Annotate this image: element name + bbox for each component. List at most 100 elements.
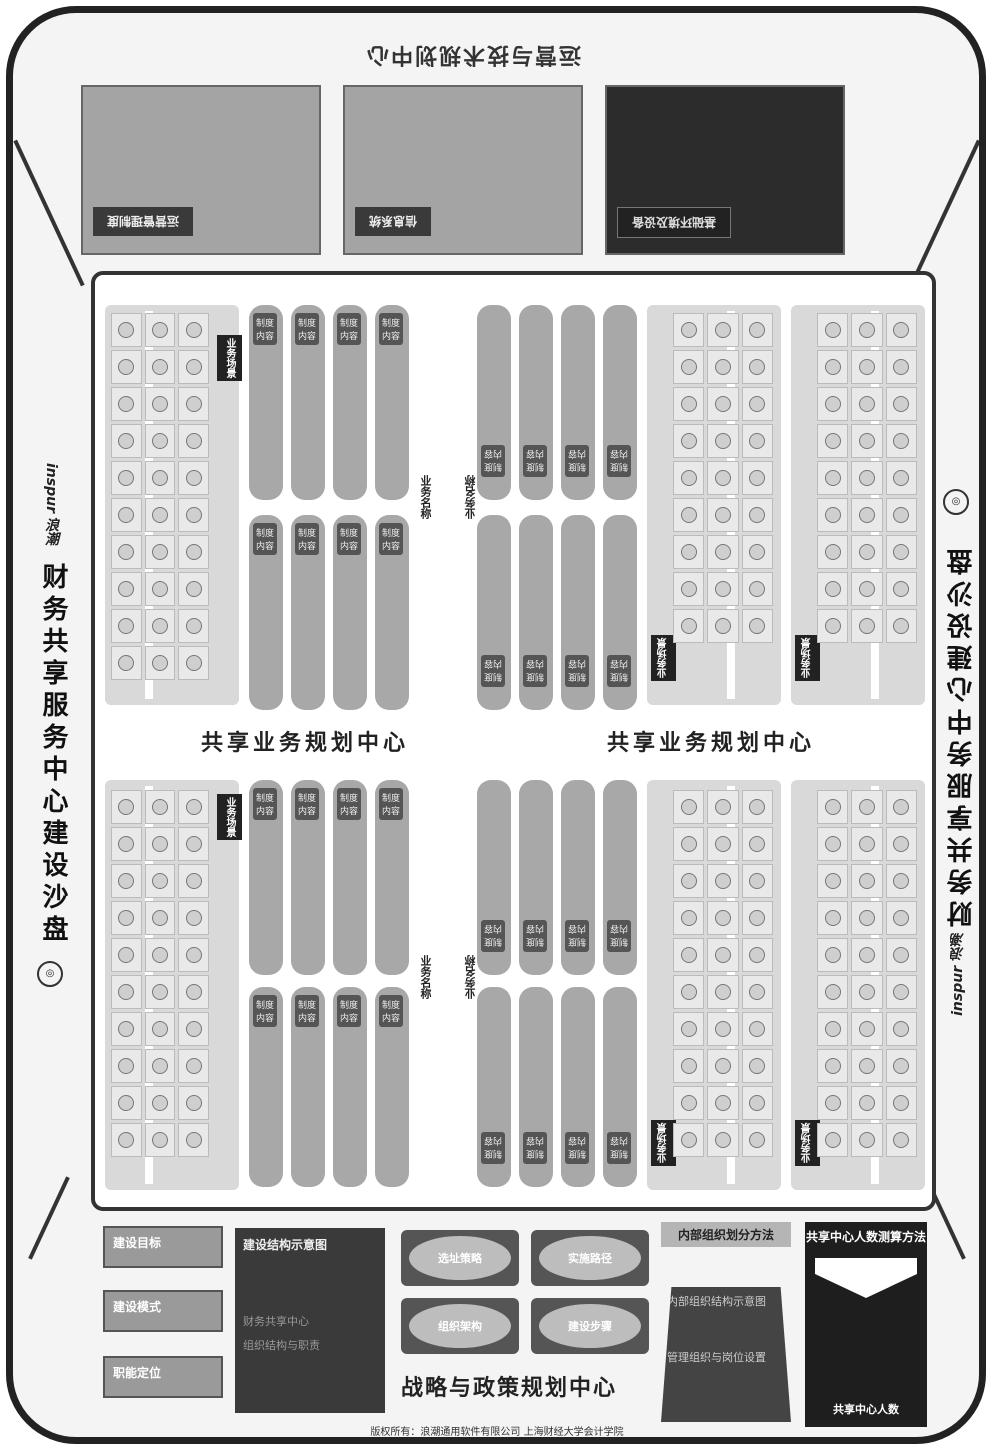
scene-cell [111,1086,142,1120]
scene-cell [817,975,849,1009]
column-label: 制度内容 [565,1132,589,1164]
ops-card-label: 运营管理制度 [93,207,194,236]
scene-cell [885,609,917,643]
policy-column: 制度内容 [603,305,637,500]
policy-column: 制度内容 [519,780,553,975]
column-label: 制度内容 [337,995,361,1027]
oval-card: 建设步骤 [531,1298,649,1354]
corner-line-tr [909,139,979,287]
scene-cell [885,827,917,861]
scene-panel: 业务场景 [647,780,781,1190]
column-label: 制度内容 [379,523,403,555]
scene-cell [885,1012,917,1046]
scene-cell [673,350,705,384]
scene-cell [673,387,705,421]
scene-cell [707,572,739,606]
policy-column: 制度内容 [249,515,283,710]
scene-cell [707,498,739,532]
scene-cell [111,901,142,935]
scene-cell [707,313,739,347]
scene-cell [707,901,739,935]
scene-cell [673,1049,705,1083]
policy-column: 制度内容 [291,987,325,1187]
org-body-line: 内部组织结构示意图 [667,1295,766,1308]
scene-cell [741,313,773,347]
scene-cell [673,424,705,458]
scene-cell [178,387,209,421]
scene-cell [178,1049,209,1083]
policy-column: 制度内容 [477,780,511,975]
structure-line: 组织结构与职责 [243,1339,320,1352]
scene-cell [851,350,883,384]
scene-cell [817,535,849,569]
scene-cell [178,938,209,972]
scene-cell [851,1012,883,1046]
scene-cell [741,350,773,384]
scene-cell [111,609,142,643]
scene-cell [707,827,739,861]
scene-cell [673,498,705,532]
scene-tag: 业务场景 [217,335,242,381]
oval-label: 选址策略 [409,1236,511,1280]
scene-cell [885,1123,917,1157]
scene-cell [707,1086,739,1120]
column-label: 制度内容 [253,523,277,555]
scene-cell [673,1012,705,1046]
scene-grid [111,313,209,680]
column-label: 制度内容 [253,313,277,345]
scene-cell [707,1012,739,1046]
column-label: 制度内容 [295,995,319,1027]
column-label: 制度内容 [295,788,319,820]
policy-column: 制度内容 [519,305,553,500]
scene-cell [673,535,705,569]
column-label: 制度内容 [379,788,403,820]
org-division-card: 内部组织划分方法 内部组织结构示意图 管理组织与岗位设置 [661,1222,791,1427]
scene-cell [178,790,209,824]
strategy-title: 战略与政策规划中心 [401,1376,618,1401]
scene-cell [178,975,209,1009]
scene-cell [178,1012,209,1046]
policy-column: 制度内容 [603,515,637,710]
structure-title: 建设结构示意图 [243,1238,328,1252]
scene-cell [741,387,773,421]
scene-cell [741,424,773,458]
policy-column: 制度内容 [375,987,409,1187]
scene-cell [885,535,917,569]
scene-cell [885,864,917,898]
scene-cell [178,313,209,347]
scene-cell [885,901,917,935]
scene-cell [144,313,176,347]
scene-cell [817,1123,849,1157]
scene-cell [111,313,142,347]
copyright-footer: 版权所有：浪潮通用软件有限公司 上海财经大学会计学院 [370,1427,624,1438]
scene-panel: 业务场景 [791,305,925,705]
policy-column: 制度内容 [249,987,283,1187]
scene-cell [111,461,142,495]
headcount-card: 共享中心人数测算方法 共享中心人数 [805,1222,927,1427]
scene-cell [851,790,883,824]
step-card-goal: 建设目标 [103,1226,223,1268]
policy-column: 制度内容 [249,780,283,975]
scene-cell [817,424,849,458]
scene-cell [144,938,176,972]
scene-cell [707,424,739,458]
scene-cell [707,461,739,495]
scene-cell [111,1049,142,1083]
policy-column: 制度内容 [291,305,325,500]
scene-cell [851,1086,883,1120]
column-label: 制度内容 [607,445,631,477]
column-label: 制度内容 [481,920,505,952]
scene-cell [111,646,142,680]
column-label: 制度内容 [337,788,361,820]
scene-cell [741,461,773,495]
column-label: 制度内容 [253,788,277,820]
column-label: 制度内容 [481,445,505,477]
scene-panel: 业务场景 [647,305,781,705]
scene-cell [178,901,209,935]
scene-cell [851,864,883,898]
scene-cell [673,975,705,1009]
scene-cell [111,864,142,898]
step-card-mode: 建设模式 [103,1290,223,1332]
scene-cell [817,461,849,495]
scene-cell [851,938,883,972]
